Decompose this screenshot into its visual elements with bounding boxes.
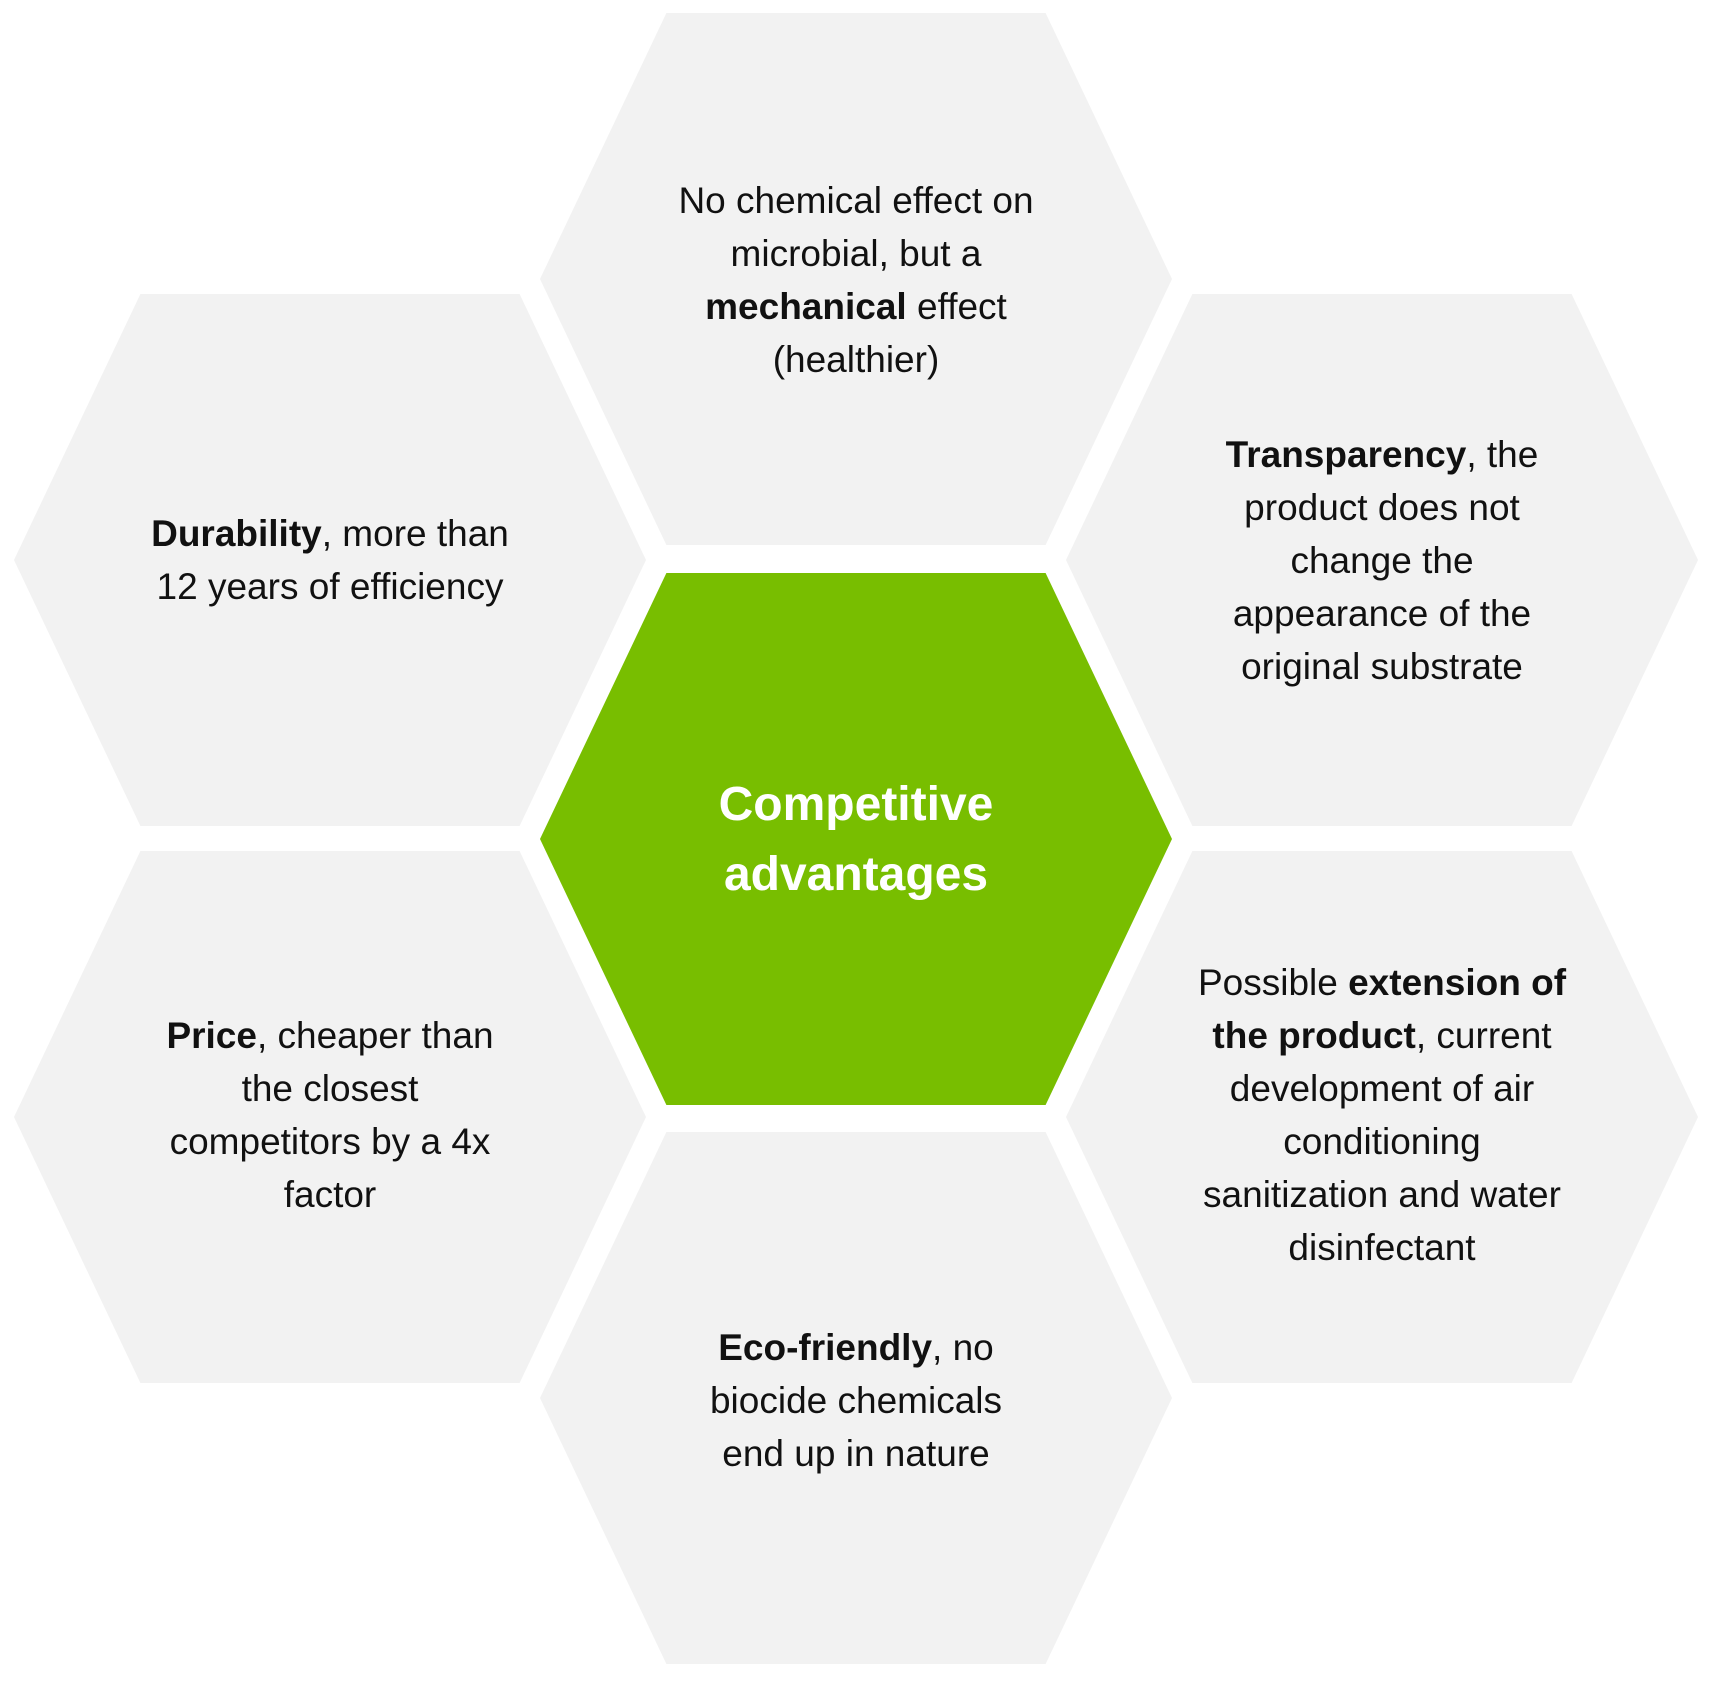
hexagon-upper-left-text: Durability, more than 12 years of effici… [150, 430, 510, 690]
upper-right-text-part1: , the product does not change the appear… [1232, 433, 1539, 687]
upper-right-text-bold: Transparency [1225, 433, 1467, 475]
hexagon-bottom [540, 1132, 1172, 1664]
hexagon-lower-right [1066, 851, 1698, 1383]
hexagon-lower-left-text: Price, cheaper than the closest competit… [145, 970, 515, 1260]
hexagon-top-text: No chemical effect on microbial, but a m… [670, 150, 1042, 410]
top-text-bold: mechanical [705, 286, 907, 327]
hexagon-lower-right-text: Possible extension of the product, curre… [1192, 920, 1572, 1310]
top-text-part2: effect (healthier) [772, 286, 1007, 380]
upper-left-text-bold: Durability [151, 513, 322, 554]
hexagon-upper-right [1066, 294, 1698, 826]
lower-right-text-part0: Possible [1197, 962, 1349, 1003]
lower-left-text-part1: , cheaper than the closest competitors b… [169, 1015, 494, 1215]
top-text-part1: No chemical effect on microbial, but a [678, 180, 1034, 274]
lower-right-text-bold: extension of the product [1212, 962, 1567, 1056]
upper-left-text-part1: , more than 12 years of efficiency [156, 513, 509, 607]
lower-left-text-bold: Price [166, 1015, 257, 1056]
hexagon-lower-left [14, 851, 646, 1383]
hexagon-center-text: Competitive advantages [640, 700, 1072, 980]
hexagon-upper-left [14, 294, 646, 826]
bottom-text-part1: , no biocide chemicals end up in nature [709, 1326, 1003, 1474]
hexagon-center [540, 573, 1172, 1105]
hexagon-bottom-text: Eco-friendly, no biocide chemicals end u… [680, 1280, 1032, 1520]
bottom-text-bold: Eco-friendly [718, 1326, 933, 1368]
hexagon-upper-right-text: Transparency, the product does not chang… [1195, 400, 1569, 720]
lower-right-text-part1: , current development of air conditionin… [1203, 1015, 1561, 1268]
center-title-line1: Competitive [718, 778, 994, 831]
center-title-line2: advantages [723, 848, 989, 901]
hexagon-top [540, 13, 1172, 545]
